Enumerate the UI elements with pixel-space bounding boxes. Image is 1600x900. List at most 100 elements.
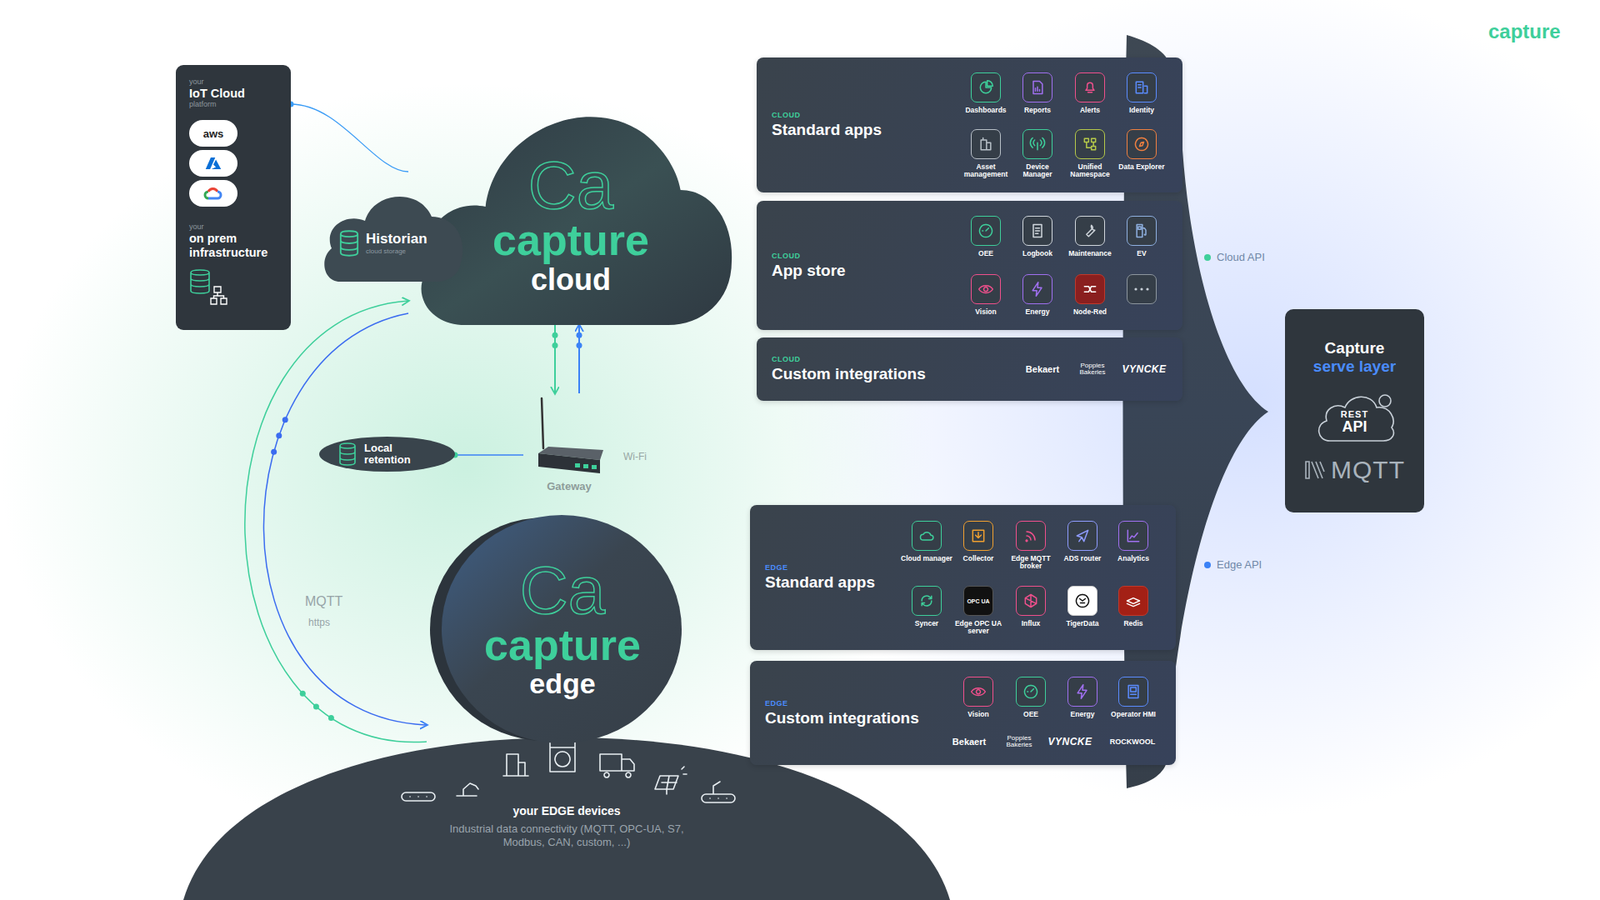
panel-heading: Capture <box>1325 339 1385 358</box>
washer-icon <box>550 741 575 772</box>
icon-graphic <box>977 280 995 298</box>
text-group: MQTT <box>1304 455 1405 485</box>
customer-logo: Poppies Bakeries <box>1000 735 1038 749</box>
icon-graphic <box>1074 683 1091 700</box>
app-icon <box>1015 520 1046 551</box>
app-tile: Redis <box>1107 585 1160 628</box>
icon-graphic <box>977 222 995 240</box>
connector-dot <box>328 715 335 721</box>
icon-graphic <box>1304 460 1326 480</box>
dot <box>1134 287 1137 290</box>
app-icon <box>911 520 942 551</box>
app-tile: OEE <box>1005 676 1057 719</box>
icon-graphic <box>1133 135 1150 153</box>
connector-dot <box>576 332 583 339</box>
icon-glyph <box>1128 685 1139 699</box>
text-group: Historiancloud storage <box>365 231 428 255</box>
database-symbol <box>340 230 358 255</box>
app-icon <box>970 72 1001 103</box>
aws-logo: aws <box>189 120 238 147</box>
connector-dot <box>270 449 277 455</box>
icon-graphic <box>1125 592 1142 610</box>
app-icon <box>1067 676 1098 707</box>
router-body <box>538 453 600 474</box>
connector-dot <box>275 432 282 439</box>
api-text: API <box>1341 419 1367 435</box>
app-icon <box>963 520 994 551</box>
icon-graphic <box>1029 222 1046 240</box>
icon-glyph <box>1076 530 1088 541</box>
app-tile: Cloud manager <box>900 520 953 563</box>
app-label: Edge MQTT broker <box>1005 555 1057 571</box>
storage-title: Local retention <box>364 442 423 467</box>
brand-monogram: Ca <box>520 559 605 623</box>
icon-graphic <box>205 155 222 171</box>
app-icon <box>1015 585 1046 616</box>
icon-graphic <box>1022 527 1040 545</box>
customer-logo: Bekaert <box>1025 364 1060 375</box>
app-label: Energy <box>1025 308 1050 316</box>
app-label: Vision <box>967 710 989 719</box>
icon-glyph <box>971 688 986 696</box>
app-icon <box>963 676 994 707</box>
gcp-logo <box>189 180 238 207</box>
icon-graphic <box>1081 280 1099 298</box>
icon-glyph <box>1032 282 1042 297</box>
serve-layer-panel: Captureserve layerRESTAPIMQTT <box>1285 309 1425 513</box>
app-icon <box>1118 676 1149 707</box>
app-label: Collector <box>963 555 995 563</box>
app-label: Influx <box>1021 620 1041 628</box>
icon-graphic <box>1074 592 1091 610</box>
app-label: Operator HMI <box>1110 710 1156 719</box>
app-panel: CLOUDStandard appsDashboardsReportsAlert… <box>756 57 1183 193</box>
icon-graphic <box>1029 135 1046 153</box>
app-label: Cloud manager <box>900 555 953 563</box>
api-label: Cloud API <box>1216 250 1265 264</box>
protocol-label: https <box>308 616 330 629</box>
icon-glyph <box>1135 138 1149 151</box>
edge-circle: Cacaptureedge <box>426 515 682 744</box>
icon-glyph <box>1030 138 1045 150</box>
azure-logo <box>189 150 238 177</box>
api-text: REST <box>1340 409 1369 420</box>
devices-title: your EDGE devices <box>512 804 620 818</box>
icon-graphic <box>1081 135 1099 153</box>
icon-glyph <box>1135 81 1147 93</box>
icon-graphic <box>1074 527 1091 545</box>
icon-glyph <box>920 532 934 540</box>
gcp-mark <box>208 189 218 193</box>
conveyor-icon <box>701 781 735 803</box>
icon-graphic <box>970 683 987 700</box>
platform-title: on prem infrastructure <box>189 231 278 260</box>
connector-dot <box>313 703 320 710</box>
pump-icon <box>503 754 529 776</box>
app-label: Analytics <box>1117 555 1150 563</box>
panel-tag: CLOUD <box>771 355 1183 364</box>
app-panel: EDGECustom integrationsVisionOEEEnergyOp… <box>750 660 1176 765</box>
app-tile: Identity <box>1115 72 1168 115</box>
icon-glyph <box>1077 685 1087 700</box>
antenna <box>541 398 544 449</box>
customer-logo: VYNCKE <box>1047 735 1092 748</box>
connector <box>245 300 427 743</box>
app-icon <box>1118 520 1149 551</box>
brand-monogram: Ca <box>528 154 614 218</box>
icon-graphic <box>1029 280 1046 298</box>
connector-dot <box>300 690 306 697</box>
icon-graphic <box>1125 683 1142 700</box>
app-tile: OEE <box>960 215 1012 258</box>
app-tile: Energy <box>1056 676 1109 719</box>
app-icon <box>1015 676 1046 707</box>
app-label: TigerData <box>1065 620 1099 628</box>
icon-glyph <box>980 80 993 94</box>
gcp-mark <box>208 191 221 199</box>
icon-glyph <box>1033 81 1043 95</box>
app-label: Dashboards <box>965 106 1006 115</box>
dot <box>1140 287 1143 290</box>
app-tile: Reports <box>1011 72 1064 115</box>
icon-graphic <box>1022 683 1040 700</box>
app-tile: Vision <box>952 676 1005 719</box>
app-icon <box>970 274 1001 305</box>
gcp-mark <box>205 191 209 199</box>
truck-icon <box>600 754 635 778</box>
